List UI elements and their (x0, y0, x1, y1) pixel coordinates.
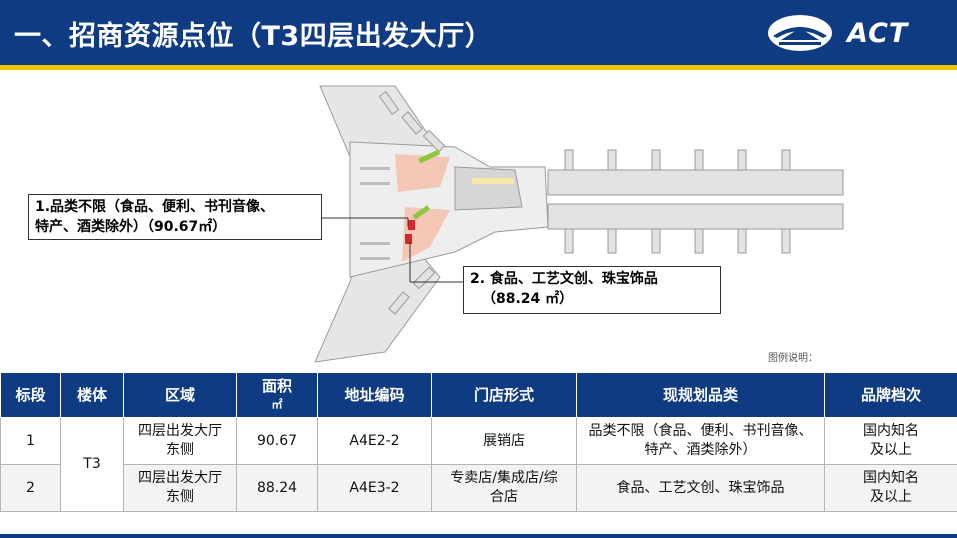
callout-zone-1: 1.品类不限（食品、便利、书刊音像、 特产、酒类除外）（90.67㎡） (28, 194, 322, 240)
cell-grade: 国内知名及以上 (824, 417, 957, 465)
callout-2-line1: 2. 食品、工艺文创、珠宝饰品 (470, 271, 658, 287)
cell-code: A4E2-2 (317, 417, 432, 465)
header-format: 门店形式 (431, 372, 577, 418)
header-zone: 区域 (123, 372, 237, 418)
cell-code: A4E3-2 (317, 464, 432, 512)
airport-logo-icon (768, 15, 832, 51)
cell-building: T3 (60, 417, 124, 512)
cell-category: 品类不限（食品、便利、书刊音像、特产、酒类除外） (576, 417, 825, 465)
cell-section: 1 (0, 417, 61, 465)
shop-marker-1 (408, 220, 415, 230)
header-grade: 品牌档次 (824, 372, 957, 418)
header-stripe (0, 65, 957, 70)
legend-label: 图例说明： (768, 353, 818, 364)
callout-2-line2: （88.24 ㎡） (482, 291, 574, 307)
footer-line (0, 534, 957, 538)
act-logo: ACT (767, 12, 927, 54)
cell-section: 2 (0, 464, 61, 512)
cell-format: 展销店 (431, 417, 577, 465)
shop-marker-2 (405, 234, 412, 244)
callout-1-line1: 1.品类不限（食品、便利、书刊音像、 (35, 199, 275, 215)
header-code: 地址编码 (317, 372, 432, 418)
page-title: 一、招商资源点位（T3四层出发大厅） (14, 21, 493, 52)
header-bar: 一、招商资源点位（T3四层出发大厅） ACT (0, 0, 957, 70)
cell-area: 88.24 (236, 464, 318, 512)
header-category: 现规划品类 (576, 372, 825, 418)
cell-zone: 四层出发大厅东侧 (123, 417, 237, 465)
logo-wordmark: ACT (847, 18, 909, 49)
header-section: 标段 (0, 372, 61, 418)
terminal-floor-map (290, 82, 850, 364)
callout-1-line2: 特产、酒类除外）（90.67㎡） (35, 219, 227, 235)
cell-grade: 国内知名及以上 (824, 464, 957, 512)
table-row: 2 四层出发大厅东侧 88.24 A4E3-2 专卖店/集成店/综合店 食品、工… (0, 464, 957, 512)
header-building: 楼体 (60, 372, 124, 418)
cell-category: 食品、工艺文创、珠宝饰品 (576, 464, 825, 512)
table-row: 1 T3 四层出发大厅东侧 90.67 A4E2-2 展销店 品类不限（食品、便… (0, 417, 957, 512)
cell-format: 专卖店/集成店/综合店 (431, 464, 577, 512)
callout-zone-2: 2. 食品、工艺文创、珠宝饰品 （88.24 ㎡） (463, 266, 721, 314)
cell-area: 90.67 (236, 417, 318, 465)
cell-zone: 四层出发大厅东侧 (123, 464, 237, 512)
